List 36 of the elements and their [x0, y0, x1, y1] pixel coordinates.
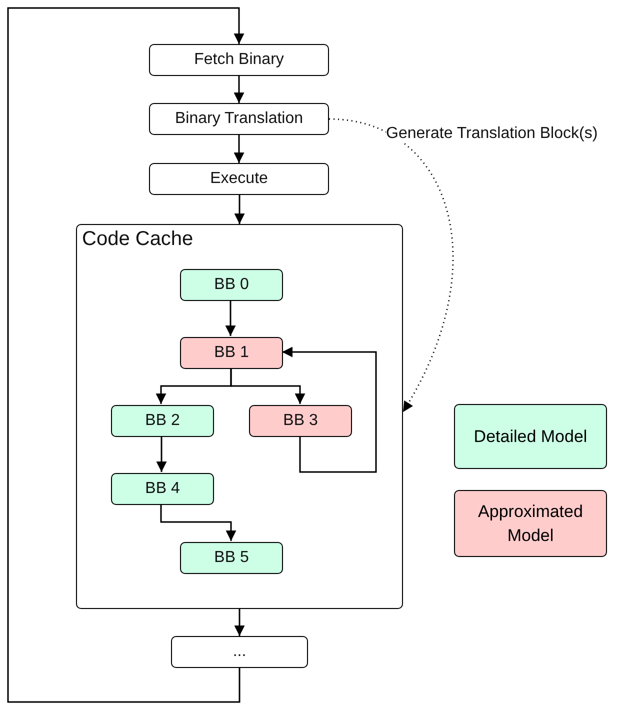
container-title: Code Cache	[82, 228, 194, 251]
process-box	[249, 405, 352, 437]
process-box	[111, 473, 214, 505]
arrow	[234, 135, 244, 163]
arrow	[7, 7, 244, 703]
legend-text: Approximated Model	[477, 500, 584, 546]
arrow	[156, 436, 167, 472]
process-box	[171, 636, 308, 668]
process-box	[180, 337, 283, 369]
arrow	[160, 504, 236, 541]
process-box	[111, 405, 214, 437]
container-box	[76, 224, 403, 609]
box-label: Binary Translation	[174, 110, 304, 128]
box-label: ...	[232, 643, 246, 661]
legend-text: Detailed Model	[474, 426, 588, 448]
arrow	[234, 609, 245, 636]
box-label: BB 1	[214, 344, 249, 362]
process-box	[180, 269, 283, 301]
process-box	[149, 103, 329, 135]
process-box	[180, 542, 283, 574]
box-label: BB 2	[145, 412, 180, 430]
box-label: Fetch Binary	[194, 51, 284, 69]
process-box	[149, 44, 329, 76]
arrow	[282, 346, 377, 473]
edge-label: Generate Translation Block(s)	[386, 125, 598, 143]
box-label: BB 5	[214, 549, 249, 567]
arrow	[225, 300, 236, 336]
box-label: BB 0	[214, 276, 249, 294]
box-label: Execute	[210, 170, 268, 188]
dotted-arrow	[328, 118, 454, 412]
arrow	[234, 195, 245, 224]
box-label: BB 4	[145, 480, 180, 498]
arrow	[234, 76, 244, 103]
process-box	[149, 163, 329, 195]
box-label: BB 3	[283, 412, 318, 430]
arrow	[230, 368, 306, 404]
